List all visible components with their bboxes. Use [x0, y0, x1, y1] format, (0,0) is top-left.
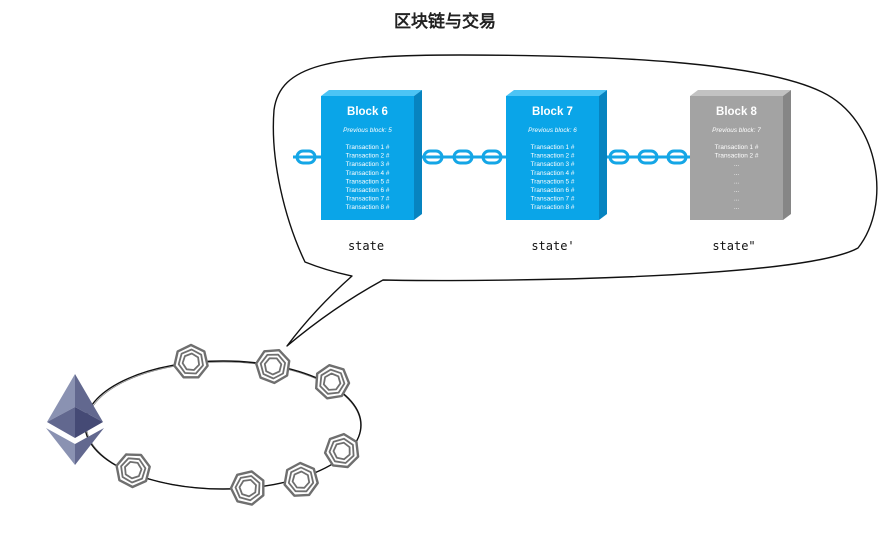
transaction-item: Transaction 8 #: [531, 204, 575, 211]
block-side-face: [414, 90, 422, 220]
transaction-item: Transaction 6 #: [531, 187, 575, 194]
chain-links: [293, 149, 690, 165]
transaction-item: Transaction 2 #: [531, 153, 575, 160]
transaction-item: Transaction 1 #: [346, 144, 390, 151]
transaction-item: ...: [734, 170, 740, 177]
network-nodes: [115, 343, 360, 506]
block-side-face: [783, 90, 791, 220]
transaction-list: Transaction 1 #Transaction 2 #Transactio…: [346, 144, 390, 211]
transaction-item: ...: [734, 196, 740, 203]
heptagon-node-icon: [229, 470, 265, 506]
state-label-block-6: state: [348, 239, 384, 253]
block-7-card: Block 7 Previous block: 6 Transaction 1 …: [506, 90, 607, 220]
diagram-title: 区块链与交易: [394, 11, 496, 32]
block-previous: Previous block: 6: [528, 127, 577, 134]
transaction-item: Transaction 3 #: [531, 161, 575, 168]
transaction-item: Transaction 5 #: [531, 178, 575, 185]
speech-bubble: [272, 54, 878, 347]
chain-link-icon: [637, 149, 659, 165]
chain-link-icon: [295, 149, 317, 165]
transaction-item: ...: [734, 204, 740, 211]
heptagon-node-icon: [283, 461, 319, 497]
block-previous: Previous block: 5: [343, 127, 392, 134]
transaction-item: Transaction 4 #: [346, 170, 390, 177]
block-side-face: [599, 90, 607, 220]
transaction-list: Transaction 1 # Transaction 2 #..........…: [715, 144, 759, 211]
ethereum-logo-icon: [46, 374, 104, 465]
block-title: Block 8: [716, 106, 758, 118]
chain-link-icon: [481, 149, 503, 165]
state-label-block-8: state": [712, 239, 755, 253]
transaction-item: Transaction 6 #: [346, 187, 390, 194]
state-label-block-7: state': [531, 239, 574, 253]
block-title: Block 6: [347, 106, 388, 118]
transaction-list: Transaction 1 #Transaction 2 #Transactio…: [531, 144, 575, 211]
transaction-item: ...: [734, 178, 740, 185]
heptagon-node-icon: [323, 432, 360, 469]
chain-link-icon: [608, 149, 630, 165]
chain-link-icon: [422, 149, 444, 165]
block-title: Block 7: [532, 106, 573, 118]
block-top-face: [690, 90, 791, 96]
transaction-item: Transaction 5 #: [346, 178, 390, 185]
block-front-face: [321, 96, 414, 220]
heptagon-node-icon: [255, 349, 291, 385]
transaction-item: Transaction 7 #: [531, 196, 575, 203]
block-top-face: [321, 90, 422, 96]
transaction-item: ...: [734, 187, 740, 194]
chain-link-icon: [452, 149, 474, 165]
block-previous: Previous block: 7: [712, 127, 761, 134]
block-6-card: Block 6 Previous block: 5 Transaction 1 …: [321, 90, 422, 220]
transaction-item: Transaction 1 #: [531, 144, 575, 151]
block-8-card: Block 8 Previous block: 7 Transaction 1 …: [690, 90, 791, 220]
heptagon-node-icon: [315, 364, 351, 400]
transaction-item: ...: [734, 161, 740, 168]
chain-link-icon: [666, 149, 688, 165]
heptagon-node-icon: [115, 453, 151, 489]
transaction-item: Transaction 8 #: [346, 204, 390, 211]
transaction-item: Transaction 2 #: [346, 153, 390, 160]
transaction-item: Transaction 4 #: [531, 170, 575, 177]
block-front-face: [506, 96, 599, 220]
block-top-face: [506, 90, 607, 96]
transaction-item: Transaction 7 #: [346, 196, 390, 203]
transaction-item: Transaction 2 #: [715, 153, 759, 160]
heptagon-node-icon: [173, 343, 209, 379]
transaction-item: Transaction 3 #: [346, 161, 390, 168]
block-front-face: [690, 96, 783, 220]
transaction-item: Transaction 1 #: [715, 144, 759, 151]
